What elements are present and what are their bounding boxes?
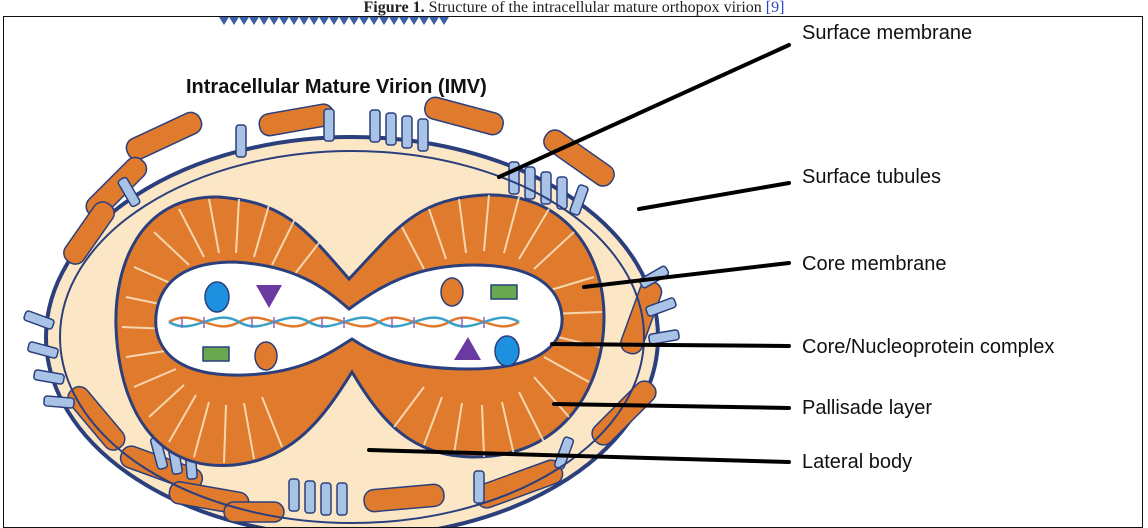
- core-protein-blue-circle: [205, 282, 229, 312]
- core-protein-green-rectangle: [203, 347, 229, 361]
- core-protein-blue-circle: [495, 336, 519, 366]
- label-surface-membrane: Surface membrane: [802, 22, 972, 44]
- caption-prefix: Figure 1.: [364, 0, 425, 16]
- caption-text: Structure of the intracellular mature or…: [429, 0, 762, 16]
- virion-diagram: Intracellular Mature Virion (IMV) Surfac…: [4, 17, 1143, 528]
- diagram-frame: Intracellular Mature Virion (IMV) Surfac…: [3, 16, 1143, 528]
- label-pallisade-layer: Pallisade layer: [802, 397, 932, 419]
- label-core-membrane: Core membrane: [802, 253, 947, 275]
- core-protein-orange-circle: [255, 342, 277, 370]
- top-spikes-decoration: [219, 17, 449, 25]
- leader-line-core-complex: [552, 344, 789, 346]
- caption-reference-link[interactable]: [9]: [766, 0, 785, 16]
- label-core-nucleoprotein-complex: Core/Nucleoprotein complex: [802, 336, 1054, 358]
- leader-line-surface-membrane: [499, 45, 789, 177]
- label-surface-tubules: Surface tubules: [802, 166, 941, 188]
- label-lateral-body: Lateral body: [802, 451, 912, 473]
- diagram-title: Intracellular Mature Virion (IMV): [186, 76, 487, 98]
- core-protein-green-rectangle: [491, 285, 517, 299]
- core-protein-orange-circle: [441, 278, 463, 306]
- leader-line-surface-tubules: [639, 183, 789, 209]
